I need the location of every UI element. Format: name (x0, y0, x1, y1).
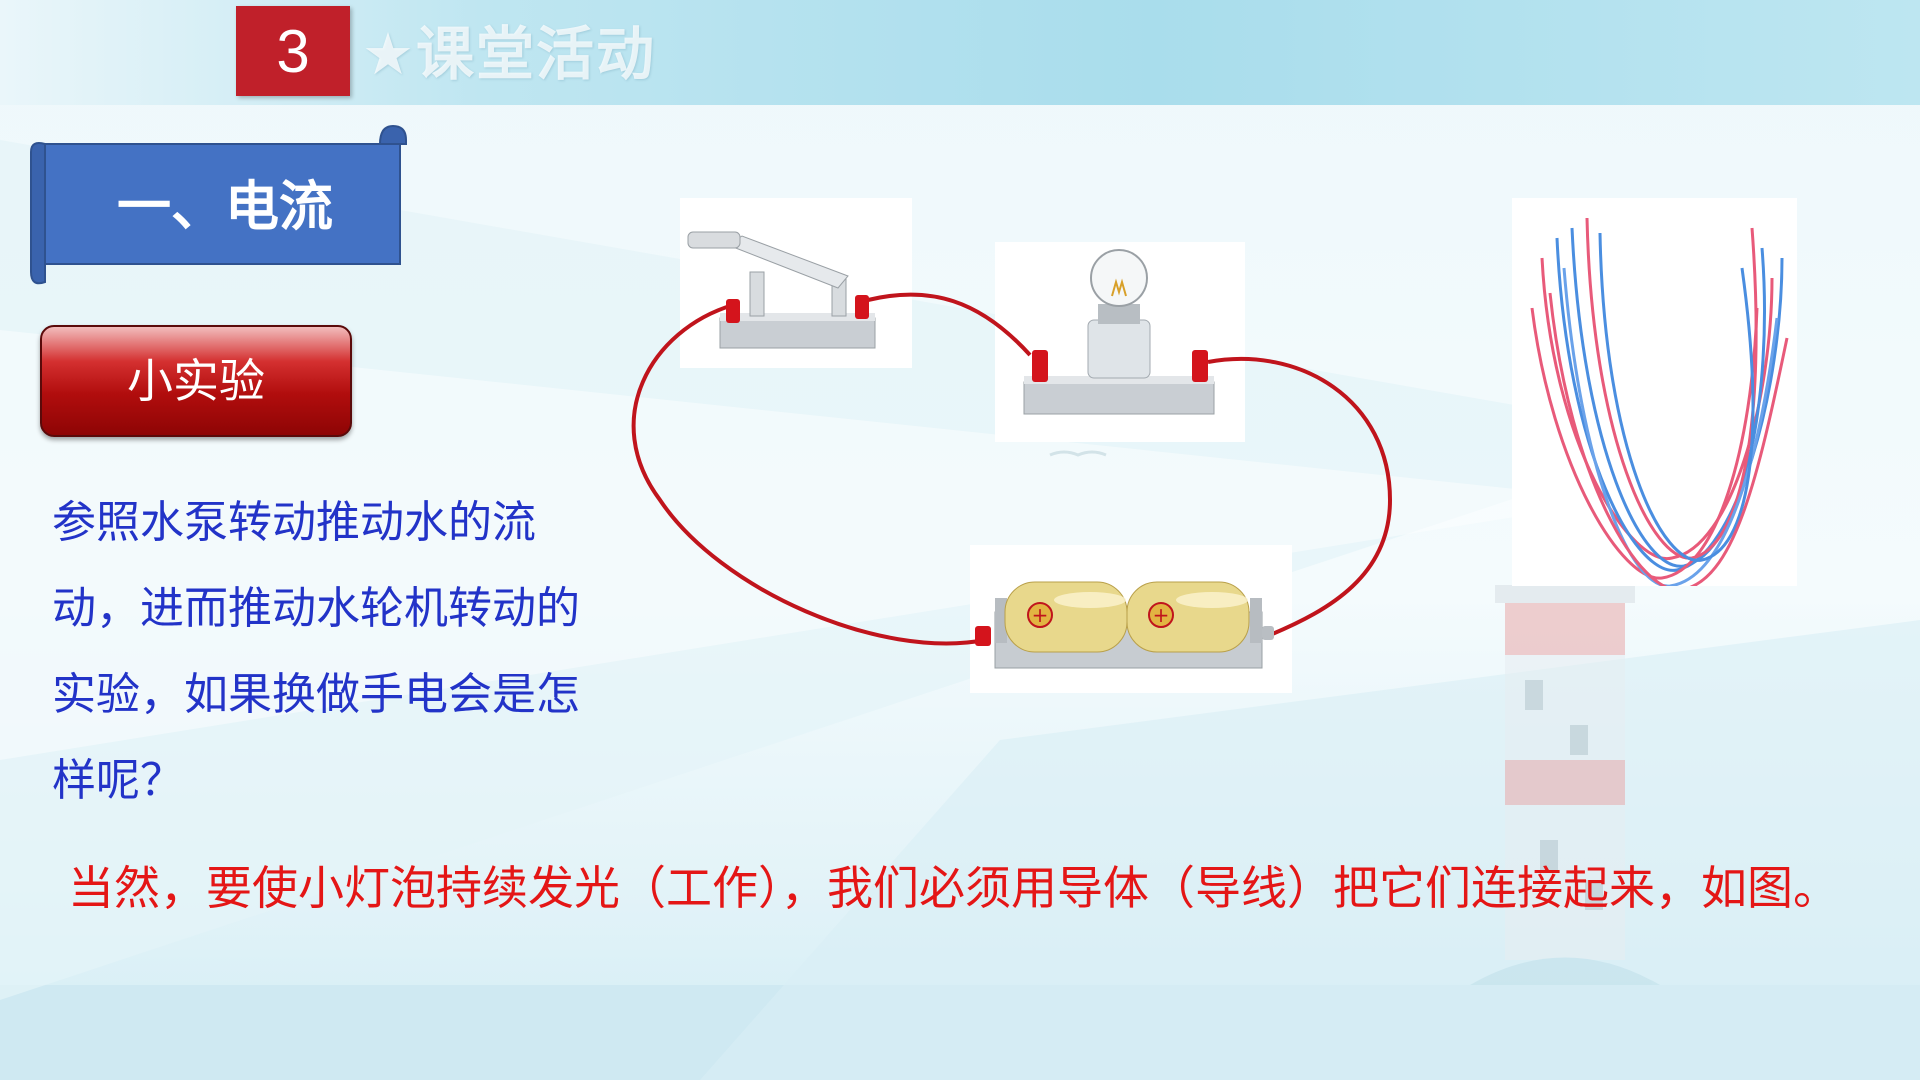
section-number-badge: 3 (236, 6, 350, 96)
answer-sentence: 当然，要使小灯泡持续发光（工作），我们必须用导体（导线）把它们连接起来，如图。 (68, 861, 1839, 915)
battery-holder-image: + + (975, 581, 1274, 669)
lighthouse-illustration (1470, 585, 1660, 985)
scroll-banner-shape (30, 124, 407, 285)
svg-text:+: + (1153, 603, 1170, 627)
question-paragraph: 参照水泵转动推动水的流动，进而推动水轮机转动的实验，如果换做手电会是怎样呢？ (52, 497, 580, 806)
experiment-button[interactable]: 小实验 (40, 325, 352, 437)
connecting-wire (631, 292, 1393, 646)
banner-title: 一、电流 (117, 175, 333, 238)
svg-text:+: + (1032, 603, 1049, 627)
section-title: ★课堂活动 (362, 20, 656, 88)
knife-switch-image (687, 231, 876, 349)
wires-bundle-image (1530, 217, 1789, 586)
light-bulb-image (1023, 249, 1215, 415)
